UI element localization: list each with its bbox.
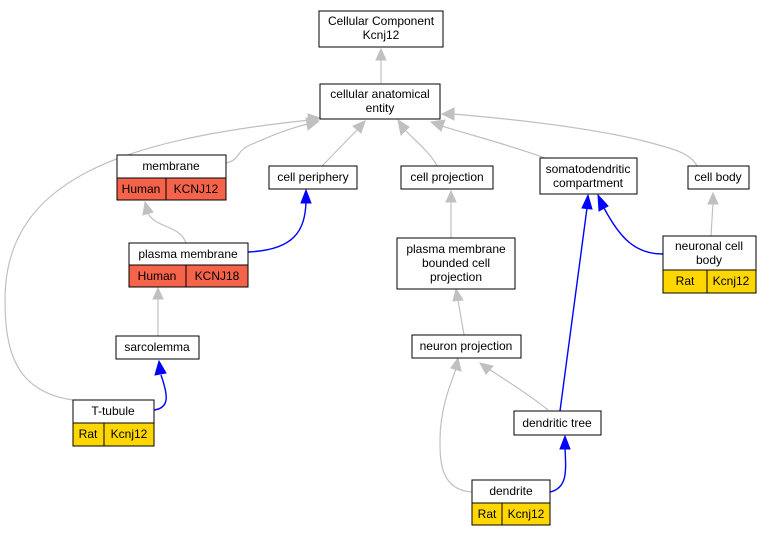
species-label: Human — [138, 269, 177, 283]
species-label: Rat — [478, 507, 497, 521]
edge-plasma-membrane-to-cell-periphery — [247, 188, 312, 253]
node-label-line: neuron projection — [420, 339, 513, 353]
gene-label: Kcnj12 — [508, 507, 545, 521]
dendrite-annotation-tag: Rat Kcnj12 — [471, 502, 551, 526]
node-label-line: compartment — [553, 176, 624, 190]
node-label-line: cell body — [694, 170, 741, 184]
node-label-line: neuronal cell — [675, 239, 743, 253]
node-neuron-projection[interactable]: neuron projection — [411, 334, 522, 359]
node-label-line: entity — [366, 101, 395, 115]
edge-plasma-membrane-to-membrane — [142, 200, 187, 244]
node-plasma-membrane[interactable]: plasma membrane — [128, 242, 249, 266]
species-label: Rat — [79, 427, 98, 441]
gene-label: Kcnj12 — [111, 427, 148, 441]
node-dendritic-tree[interactable]: dendritic tree — [513, 410, 602, 436]
edge-neuronal-cell-body-to-somatodendritic — [597, 193, 664, 255]
node-neuronal-cell-body[interactable]: neuronal cell body — [662, 235, 757, 271]
species-label: Rat — [676, 274, 695, 288]
node-label-line: bounded cell — [422, 256, 490, 270]
node-label-line: plasma membrane — [406, 242, 506, 256]
node-label-line: somatodendritic — [546, 162, 631, 176]
node-label-line: cellular anatomical — [330, 87, 429, 101]
node-label-line: body — [696, 253, 722, 267]
edge-neuronal-cell-body-to-cell-body — [707, 191, 719, 237]
edge-membrane-to-cae — [225, 117, 321, 164]
gene-label: KCNJ18 — [195, 269, 240, 283]
edge-pm-bounded-to-cell-projection — [445, 189, 457, 238]
node-label-line: Kcnj12 — [363, 28, 400, 42]
node-label-line: plasma membrane — [138, 247, 238, 261]
edge-neuron-projection-to-pm-bounded — [452, 287, 465, 336]
species-label: Human — [122, 182, 161, 196]
node-label-line: dendritic tree — [522, 416, 592, 430]
node-cellular-component[interactable]: Cellular Component Kcnj12 — [318, 10, 444, 48]
node-cell-body[interactable]: cell body — [687, 165, 750, 190]
node-dendrite[interactable]: dendrite — [471, 479, 551, 504]
gene-label: KCNJ12 — [174, 182, 219, 196]
edge-cell-body-to-cae — [440, 107, 698, 167]
neuronal-cell-body-annotation-tag: Rat Kcnj12 — [662, 269, 757, 294]
node-label-line: membrane — [142, 159, 200, 173]
node-t-tubule[interactable]: T-tubule — [72, 399, 155, 424]
node-label-line: T-tubule — [91, 404, 135, 418]
edge-dendritic-tree-to-somatodendritic — [559, 193, 593, 412]
membrane-annotation-tag: Human KCNJ12 — [116, 177, 227, 201]
node-label-line: dendrite — [489, 484, 533, 498]
t-tubule-annotation-tag: Rat Kcnj12 — [72, 422, 155, 447]
node-membrane[interactable]: membrane — [116, 154, 227, 179]
node-sarcolemma[interactable]: sarcolemma — [115, 335, 200, 360]
node-label-line: projection — [430, 270, 482, 284]
edge-somatodendritic-to-cae — [429, 119, 546, 159]
edge-cell-projection-to-cae — [397, 118, 438, 167]
edge-dendrite-to-neuron-projection — [439, 356, 473, 493]
edge-dendritic-tree-to-neuron-projection — [479, 362, 549, 411]
node-cell-periphery[interactable]: cell periphery — [268, 165, 358, 190]
node-somatodendritic-compartment[interactable]: somatodendritic compartment — [539, 157, 638, 195]
node-cell-projection[interactable]: cell projection — [400, 165, 494, 190]
plasma-membrane-annotation-tag: Human KCNJ18 — [128, 264, 249, 288]
edge-cae-to-cellular-component — [375, 47, 387, 83]
node-label-line: sarcolemma — [124, 340, 190, 354]
edge-t-tubule-to-sarcolemma — [153, 359, 167, 411]
node-label-line: cell projection — [410, 170, 483, 184]
node-label-line: Cellular Component — [328, 14, 435, 28]
gene-label: Kcnj12 — [713, 274, 750, 288]
node-label-line: cell periphery — [277, 170, 348, 184]
node-cellular-anatomical-entity[interactable]: cellular anatomical entity — [319, 83, 441, 120]
edge-sarcolemma-to-plasma-membrane — [152, 286, 164, 336]
edge-dendrite-to-dendritic-tree — [549, 434, 571, 493]
node-plasma-membrane-bounded-cell-projection[interactable]: plasma membrane bounded cell projection — [396, 237, 516, 290]
edge-cell-periphery-to-cae — [321, 120, 366, 167]
